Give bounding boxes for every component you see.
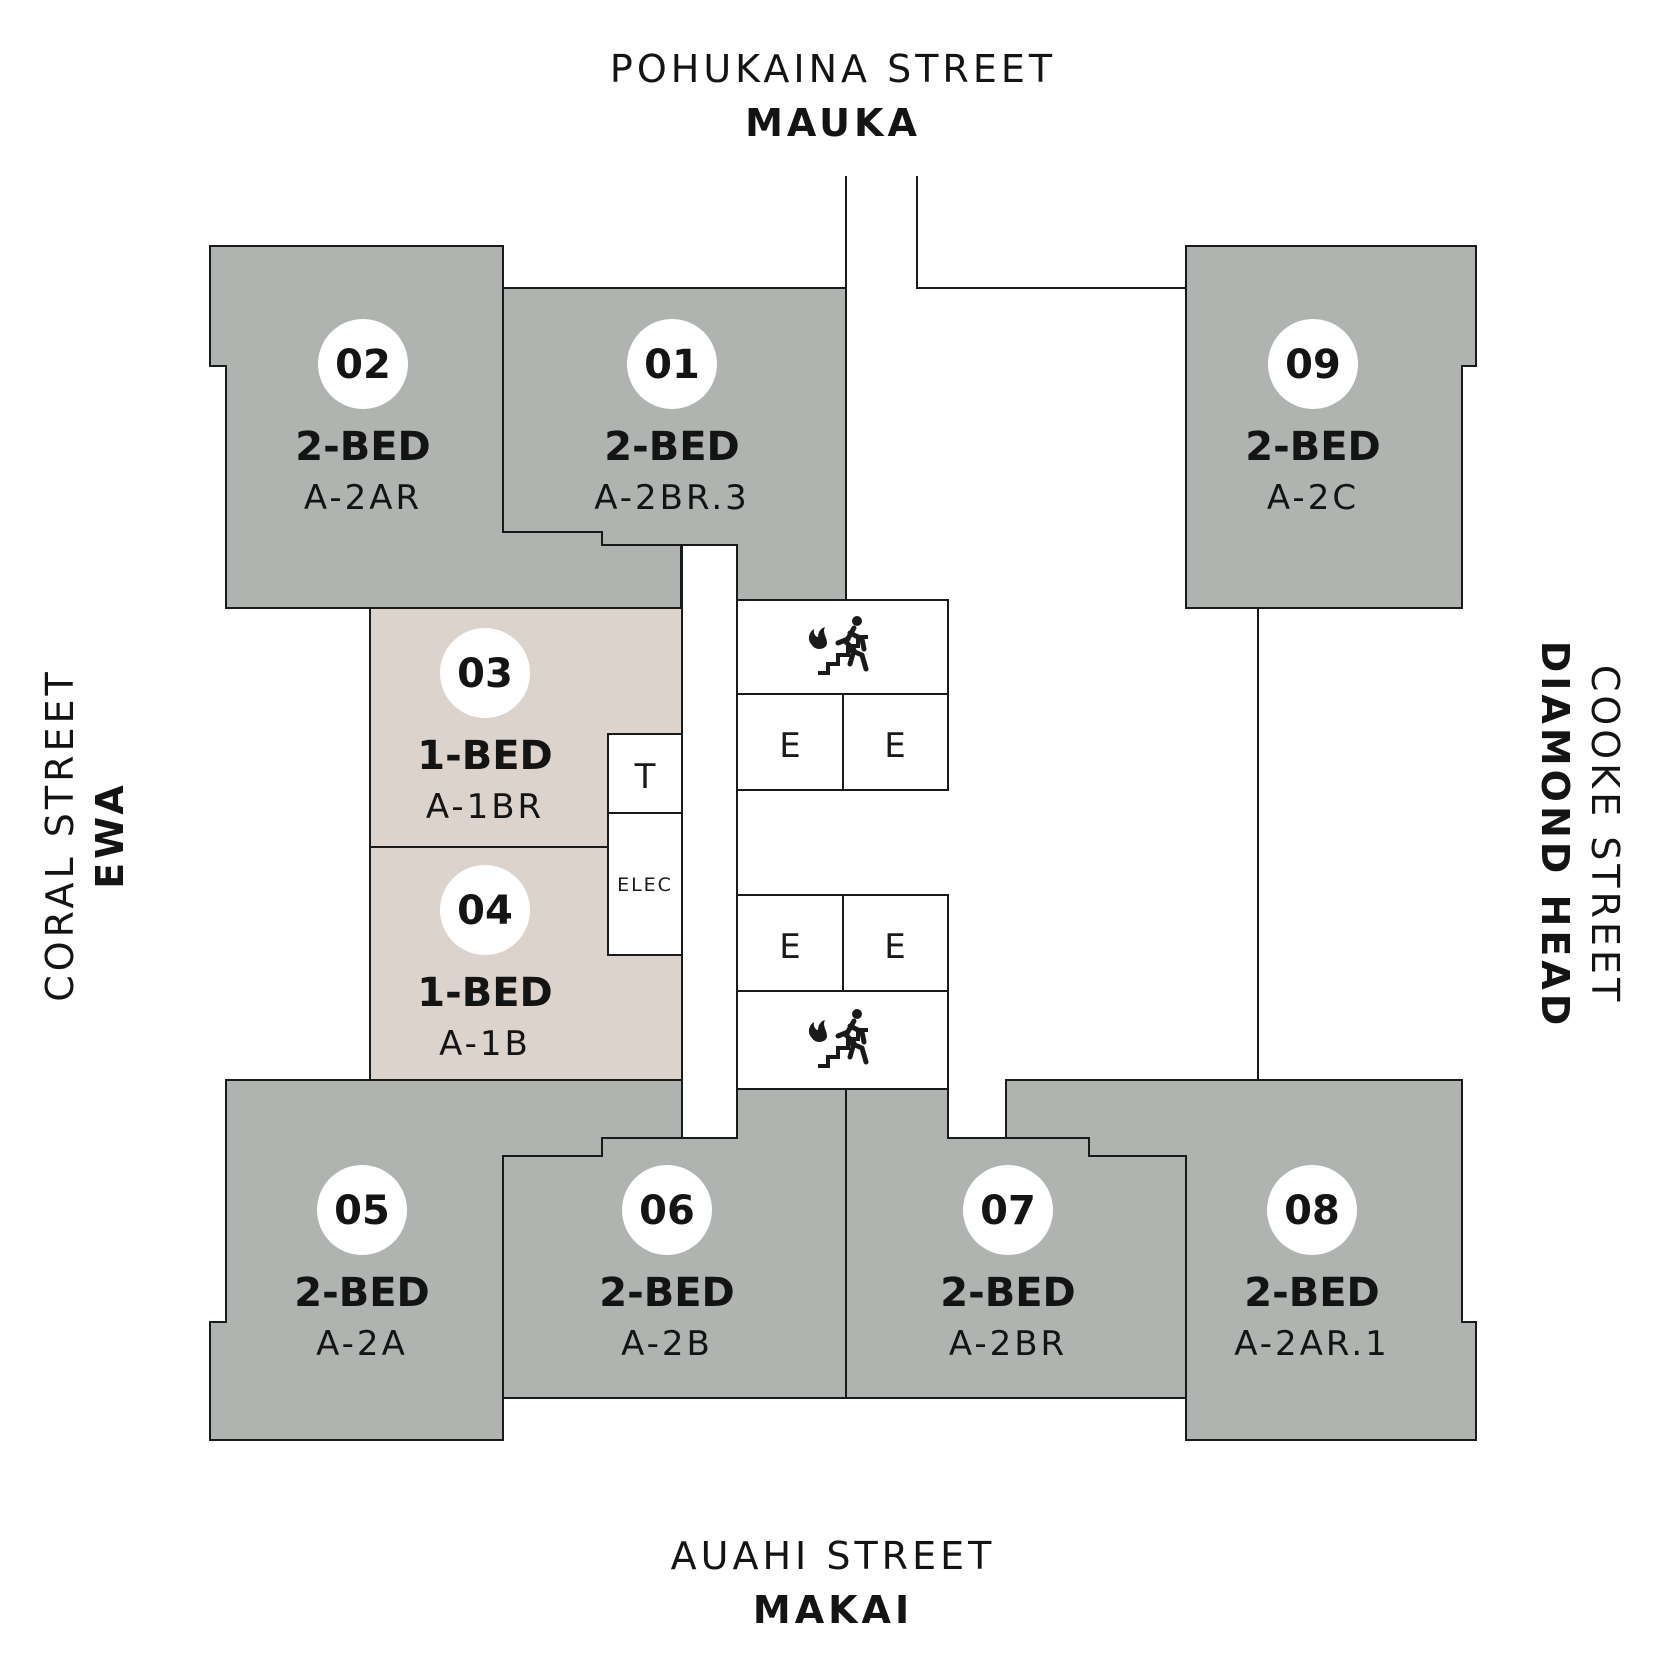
unit-number-badge bbox=[627, 319, 717, 409]
electrical-room bbox=[607, 812, 683, 956]
stair-south bbox=[736, 990, 949, 1090]
unit-type: 2-BED bbox=[1244, 1270, 1379, 1316]
unit-number: 06 bbox=[639, 1188, 695, 1234]
unit-number-badge bbox=[622, 1165, 712, 1255]
stair-north bbox=[736, 599, 949, 695]
unit-plan-code: A-2B bbox=[621, 1324, 713, 1364]
unit-label-01[interactable]: 01 2-BED A-2BR.3 bbox=[594, 319, 750, 518]
street-label-south: AUAHI STREET MAKAI bbox=[533, 1537, 1133, 1629]
unit-08-area[interactable] bbox=[1005, 1079, 1477, 1441]
unit-plan-code: A-2C bbox=[1267, 478, 1359, 518]
direction-north: MAUKA bbox=[745, 101, 921, 145]
unit-number: 04 bbox=[457, 888, 513, 934]
unit-number-badge bbox=[1268, 319, 1358, 409]
unit-label-02[interactable]: 02 2-BED A-2AR bbox=[295, 319, 431, 518]
direction-east: DIAMOND HEAD bbox=[1533, 640, 1577, 1030]
unit-number-badge bbox=[317, 1165, 407, 1255]
electrical-label: ELEC bbox=[617, 874, 673, 896]
unit-number: 07 bbox=[980, 1188, 1036, 1234]
unit-type: 2-BED bbox=[940, 1270, 1075, 1316]
unit-plan-code: A-2AR bbox=[304, 478, 422, 518]
unit-plan-code: A-2A bbox=[316, 1324, 408, 1364]
unit-number-badge bbox=[440, 865, 530, 955]
stairs-fire-exit-icon bbox=[808, 1009, 869, 1068]
elevator-south-2 bbox=[842, 894, 949, 992]
unit-09-area[interactable] bbox=[1185, 245, 1477, 609]
unit-plan-code: A-2BR.3 bbox=[594, 478, 750, 518]
unit-number: 01 bbox=[644, 342, 700, 388]
stairs-fire-exit-icon bbox=[808, 616, 869, 675]
street-name-west: CORAL STREET bbox=[38, 668, 82, 1002]
street-name-north: POHUKAINA STREET bbox=[609, 47, 1057, 91]
elevator-north-2 bbox=[842, 693, 949, 791]
unit-label-03[interactable]: 03 1-BED A-1BR bbox=[417, 628, 553, 827]
elevator-label: E bbox=[884, 726, 905, 766]
unit-number: 09 bbox=[1285, 342, 1341, 388]
unit-number: 08 bbox=[1284, 1188, 1340, 1234]
street-label-north: POHUKAINA STREET MAUKA bbox=[533, 50, 1133, 142]
unit-type: 2-BED bbox=[294, 1270, 429, 1316]
unit-type: 2-BED bbox=[295, 424, 430, 470]
unit-plan-code: A-1BR bbox=[426, 787, 544, 827]
unit-number-badge bbox=[318, 319, 408, 409]
trash-label: T bbox=[634, 757, 656, 797]
central-corridor-outline bbox=[681, 544, 738, 1139]
elevator-label: E bbox=[884, 927, 905, 967]
unit-type: 1-BED bbox=[417, 970, 552, 1016]
unit-plan-code: A-2AR.1 bbox=[1234, 1324, 1390, 1364]
unit-number: 03 bbox=[457, 651, 513, 697]
unit-label-07[interactable]: 07 2-BED A-2BR bbox=[940, 1165, 1076, 1364]
unit-label-04[interactable]: 04 1-BED A-1B bbox=[417, 865, 553, 1064]
unit-number-badge bbox=[1267, 1165, 1357, 1255]
unit-number-badge bbox=[963, 1165, 1053, 1255]
street-name-south: AUAHI STREET bbox=[670, 1534, 996, 1578]
unit-plan-code: A-1B bbox=[439, 1024, 531, 1064]
direction-west: EWA bbox=[88, 781, 132, 889]
unit-plan-code: A-2BR bbox=[949, 1324, 1067, 1364]
unit-number: 02 bbox=[335, 342, 391, 388]
unit-type: 2-BED bbox=[599, 1270, 734, 1316]
unit-number: 05 bbox=[334, 1188, 390, 1234]
unit-label-08[interactable]: 08 2-BED A-2AR.1 bbox=[1234, 1165, 1390, 1364]
unit-type: 1-BED bbox=[417, 733, 552, 779]
street-label-east: COOKE STREET DIAMOND HEAD bbox=[1533, 535, 1627, 1135]
unit-type: 2-BED bbox=[604, 424, 739, 470]
direction-south: MAKAI bbox=[752, 1588, 914, 1632]
street-name-east: COOKE STREET bbox=[1583, 664, 1627, 1006]
street-label-west: CORAL STREET EWA bbox=[38, 535, 132, 1135]
unit-type: 2-BED bbox=[1245, 424, 1380, 470]
unit-label-05[interactable]: 05 2-BED A-2A bbox=[294, 1165, 430, 1364]
unit-number-badge bbox=[440, 628, 530, 718]
trash-room bbox=[607, 733, 683, 814]
entry-corridor-line-right bbox=[916, 176, 1186, 289]
elevator-north-1 bbox=[736, 693, 844, 791]
unit-label-06[interactable]: 06 2-BED A-2B bbox=[599, 1165, 735, 1364]
elevator-label: E bbox=[779, 726, 800, 766]
unit-label-09[interactable]: 09 2-BED A-2C bbox=[1245, 319, 1381, 518]
elevator-label: E bbox=[779, 927, 800, 967]
